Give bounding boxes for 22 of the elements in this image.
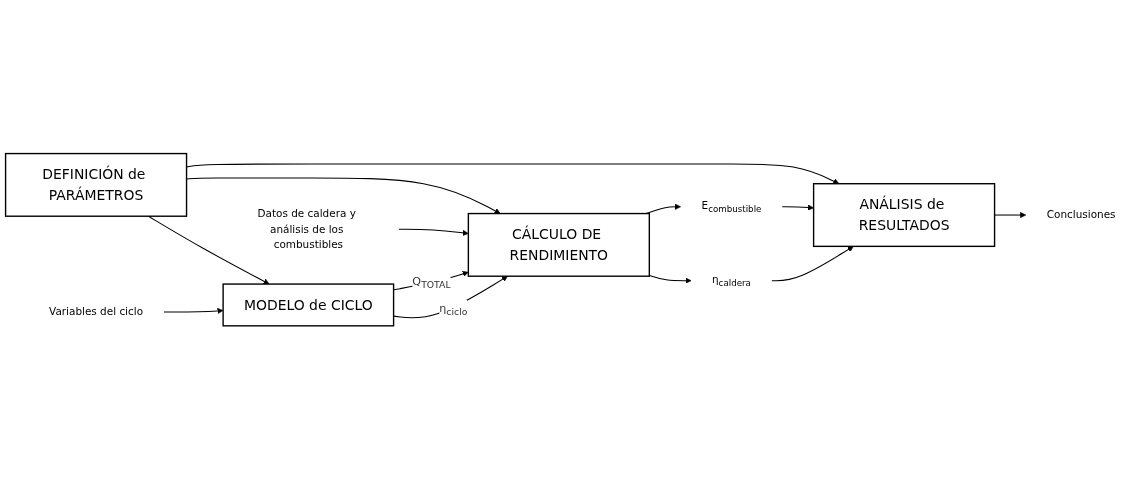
node-text: Variables del ciclo	[49, 305, 144, 319]
node-box: ANÁLISIS de RESULTADOS	[812, 183, 996, 248]
arrow	[147, 215, 270, 285]
arrow	[186, 177, 501, 214]
arrow	[994, 212, 1027, 219]
arrow	[771, 246, 854, 282]
arrow	[398, 228, 469, 237]
node-text: η$_{caldera}$	[711, 273, 751, 288]
node-box: DEFINICIÓN de PARÁMETROS	[4, 153, 188, 218]
arrow	[645, 203, 681, 215]
edge-label: Q$_{TOTAL}$	[412, 275, 451, 291]
node-box: MODELO de CICLO	[222, 283, 395, 327]
arrow	[781, 204, 814, 211]
arrow	[163, 307, 224, 315]
edge-label: η$_{ciclo}$	[439, 301, 468, 317]
node-box: CÁLCULO DE RENDIMIENTO	[467, 213, 650, 277]
node-text: Datos de caldera y análisis de los combustibles	[257, 207, 356, 252]
node-text: Conclusiones	[1046, 208, 1116, 222]
node-text: E$_{combustible}$	[701, 199, 762, 214]
arrow	[186, 163, 840, 185]
arrow	[648, 275, 692, 284]
arrow	[393, 276, 508, 319]
